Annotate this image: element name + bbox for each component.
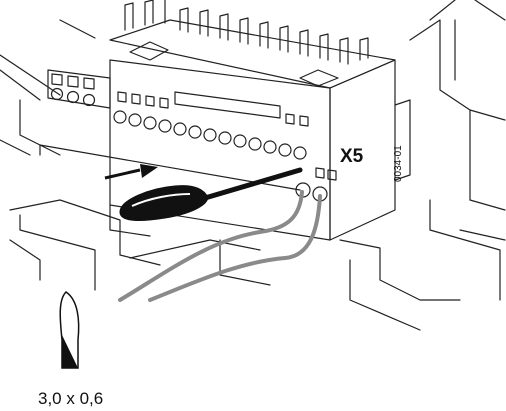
document-code-label: 0034-01 xyxy=(393,145,404,182)
left-terminal-block xyxy=(47,69,111,109)
mounting-frame xyxy=(339,0,506,331)
insertion-arrow xyxy=(104,164,158,180)
wires xyxy=(118,190,322,302)
screwdriver xyxy=(119,167,303,221)
release-slots xyxy=(117,91,337,181)
connector-label-x5: X5 xyxy=(340,146,364,167)
screwdriver-size-label: 3,0 x 0,6 xyxy=(38,389,103,408)
din-rail xyxy=(9,144,301,291)
jumper-pins xyxy=(124,0,369,87)
blade-profile-icon xyxy=(59,291,80,369)
clamp-holes xyxy=(113,110,328,202)
housing-outline xyxy=(0,19,96,156)
